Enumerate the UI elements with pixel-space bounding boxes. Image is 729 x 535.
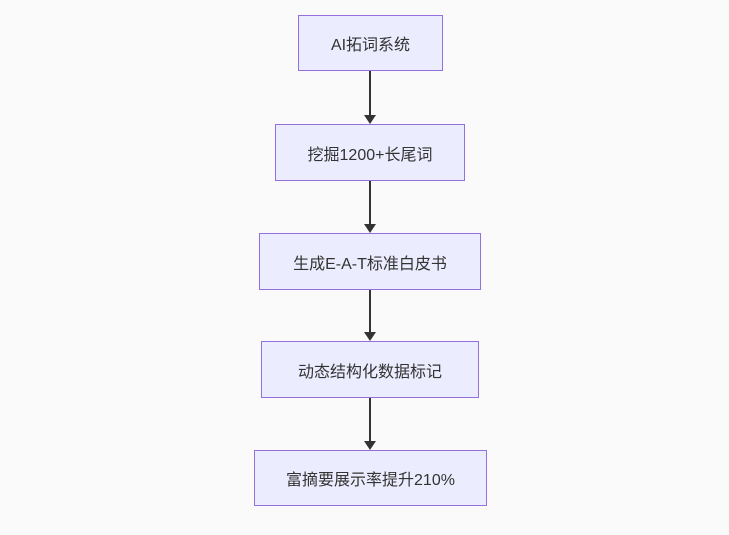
flow-node-eat-whitepaper: 生成E-A-T标准白皮书 <box>259 233 481 290</box>
flow-node-ai-keyword-system: AI拓词系统 <box>298 15 443 71</box>
node-label: 生成E-A-T标准白皮书 <box>293 255 447 273</box>
arrow-down-2 <box>363 181 377 233</box>
arrow-line <box>369 398 371 441</box>
arrow-down-4 <box>363 398 377 450</box>
node-label: 挖掘1200+长尾词 <box>307 146 433 164</box>
arrow-down-1 <box>363 71 377 124</box>
node-label: 动态结构化数据标记 <box>297 363 442 381</box>
arrow-line <box>369 181 371 224</box>
flow-node-structured-data-markup: 动态结构化数据标记 <box>261 341 479 398</box>
arrow-head-icon <box>364 441 376 450</box>
node-label: AI拓词系统 <box>330 37 411 54</box>
flow-node-longtail-mining: 挖掘1200+长尾词 <box>275 124 465 181</box>
arrow-down-3 <box>363 290 377 341</box>
node-label: 富摘要展示率提升210% <box>286 472 455 489</box>
arrow-head-icon <box>364 115 376 124</box>
flow-node-rich-snippet-result: 富摘要展示率提升210% <box>254 450 487 506</box>
arrow-line <box>369 71 371 115</box>
arrow-head-icon <box>364 332 376 341</box>
arrow-head-icon <box>364 224 376 233</box>
arrow-line <box>369 290 371 332</box>
